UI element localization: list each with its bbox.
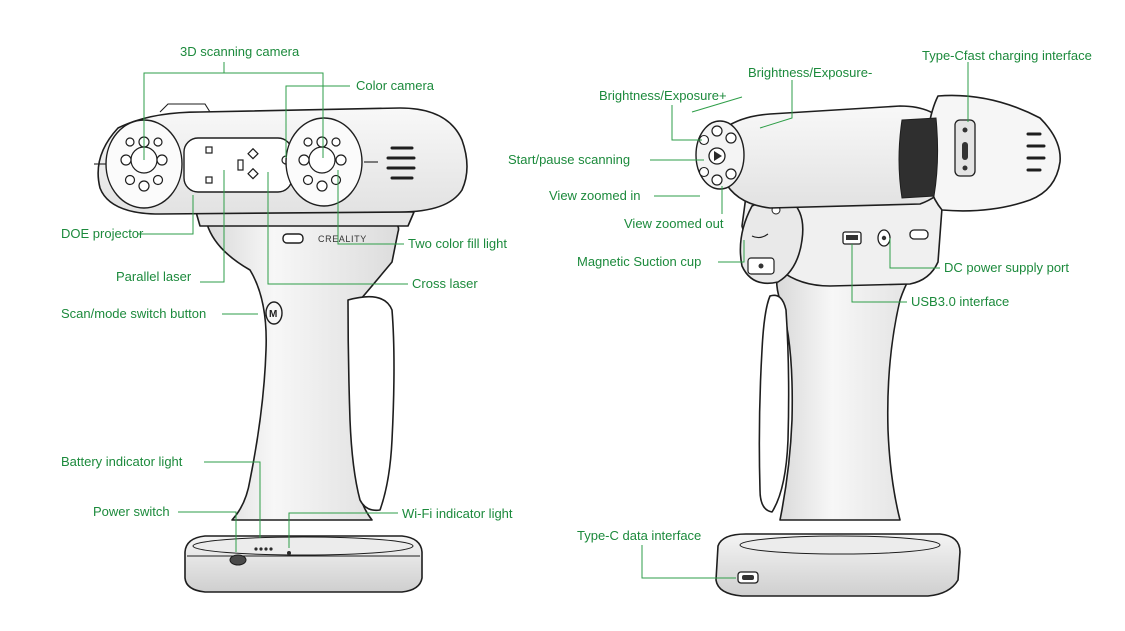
label-start-pause: Start/pause scanning bbox=[508, 152, 630, 167]
label-parallel-laser: Parallel laser bbox=[116, 269, 192, 284]
front-vent bbox=[386, 146, 416, 180]
rear-control-dial bbox=[695, 120, 745, 190]
label-brightness-minus: Brightness/Exposure- bbox=[748, 65, 872, 80]
label-typec-fast-charging: Type-Cfast charging interface bbox=[922, 48, 1092, 63]
front-grip-cutout bbox=[347, 295, 395, 512]
label-battery-indicator: Battery indicator light bbox=[61, 454, 183, 469]
rear-view-scanner bbox=[695, 94, 1061, 597]
label-color-camera: Color camera bbox=[356, 78, 435, 93]
label-doe-projector: DOE projector bbox=[61, 226, 144, 241]
brightness-plus-button[interactable] bbox=[711, 125, 723, 137]
front-view-scanner: CREALITY M bbox=[94, 103, 468, 593]
power-switch[interactable] bbox=[229, 554, 247, 566]
label-view-zoomed-out: View zoomed out bbox=[624, 216, 724, 231]
label-power-switch: Power switch bbox=[93, 504, 170, 519]
zoom-out-button[interactable] bbox=[725, 168, 737, 180]
rear-window bbox=[898, 117, 939, 199]
label-view-zoomed-in: View zoomed in bbox=[549, 188, 641, 203]
brand-logo: CREALITY bbox=[318, 234, 367, 244]
label-two-color-fill-light: Two color fill light bbox=[408, 236, 507, 251]
m-letter-icon: M bbox=[269, 309, 277, 320]
label-magnetic-suction-cup: Magnetic Suction cup bbox=[577, 254, 701, 269]
front-base bbox=[184, 535, 423, 593]
label-scan-mode-switch: Scan/mode switch button bbox=[61, 306, 206, 321]
rear-slot bbox=[909, 229, 929, 240]
rear-cap-vent bbox=[1026, 132, 1046, 172]
scan-mode-switch-button[interactable]: M bbox=[265, 301, 283, 325]
play-icon bbox=[714, 151, 722, 161]
label-usb30-interface: USB3.0 interface bbox=[911, 294, 1009, 309]
rear-grip-cutout bbox=[758, 294, 790, 513]
battery-indicator-dots bbox=[254, 547, 273, 551]
label-dc-power-port: DC power supply port bbox=[944, 260, 1069, 275]
leader-lines bbox=[138, 62, 969, 579]
rear-cap bbox=[925, 94, 1061, 212]
label-wifi-indicator: Wi-Fi indicator light bbox=[402, 506, 513, 521]
brightness-minus-button[interactable] bbox=[725, 132, 737, 144]
label-brightness-plus: Brightness/Exposure+ bbox=[599, 88, 727, 103]
zoom-in-button[interactable] bbox=[711, 174, 723, 186]
label-3d-scanning-camera: 3D scanning camera bbox=[180, 44, 300, 59]
label-cross-laser: Cross laser bbox=[412, 276, 478, 291]
front-slot bbox=[282, 233, 304, 244]
label-typec-data-interface: Type-C data interface bbox=[577, 528, 701, 543]
wifi-indicator-dot bbox=[287, 551, 291, 555]
front-grip bbox=[206, 223, 400, 521]
callout-labels: 3D scanning camera Color camera DOE proj… bbox=[61, 44, 1092, 543]
